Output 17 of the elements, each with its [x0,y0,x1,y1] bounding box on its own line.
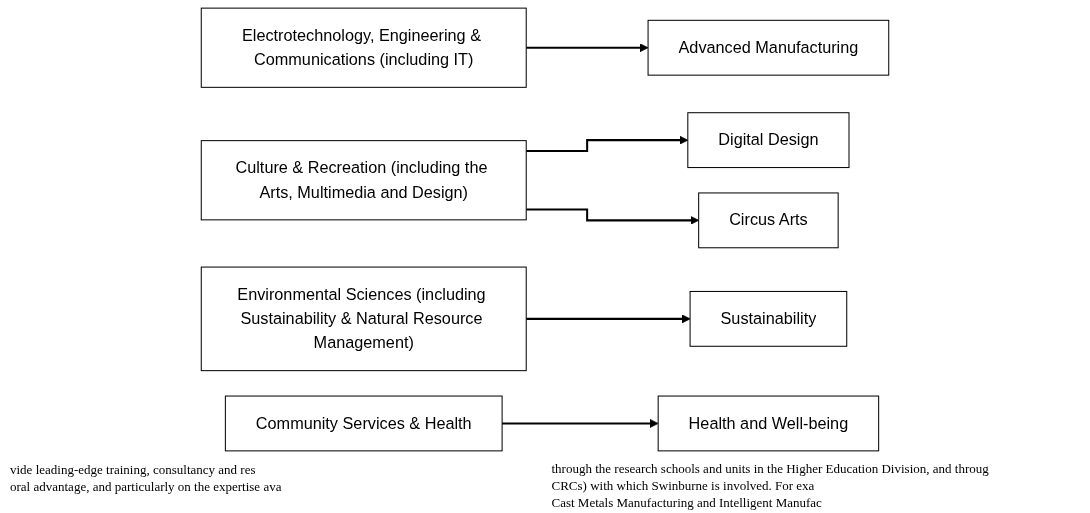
node-box: Sustainability [689,290,848,347]
arrow [526,43,649,53]
node-box: Circus Arts [698,192,839,249]
body-text: CRCs) with which Swinburne is involved. For exa [551,478,816,494]
node-box: Digital Design [687,112,850,169]
node-box: Advanced Manufacturing [647,19,890,76]
arrow [502,419,659,428]
node-box: Community Services & Health [224,395,503,452]
node-box: Culture & Recreation (including the Arts, Multimedia and Design) [200,140,527,221]
body-text: through the research schools and units in the Higher Education Division, and throug [551,461,990,477]
body-text: oral advantage, and particularly on the expertise ava [10,479,283,495]
arrow [526,314,691,324]
node-box: Environmental Sciences (including Sustainability & Natural Resource Management) [200,266,527,372]
body-text: vide leading-edge training, consultancy and res [10,462,257,478]
body-text: Cast Metals Manufacturing and Intelligent Manufac [551,495,823,511]
node-box: Electrotechnology, Engineering & Communications (including IT) [200,7,527,88]
node-box: Health and Well-being [657,395,880,452]
